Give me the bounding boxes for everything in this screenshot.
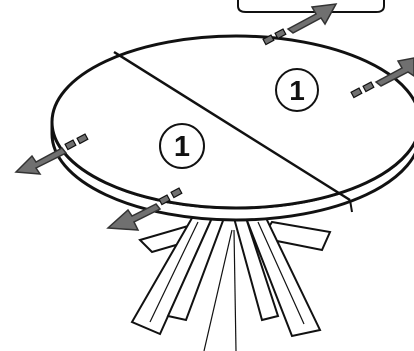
panel-badge-left: 1 [160,124,204,168]
tabletop-surface [52,36,414,208]
panel-badge-right: 1 [276,69,318,111]
panel-label-left: 1 [174,131,190,163]
callout-box [238,0,384,12]
panel-label-right: 1 [289,75,305,106]
